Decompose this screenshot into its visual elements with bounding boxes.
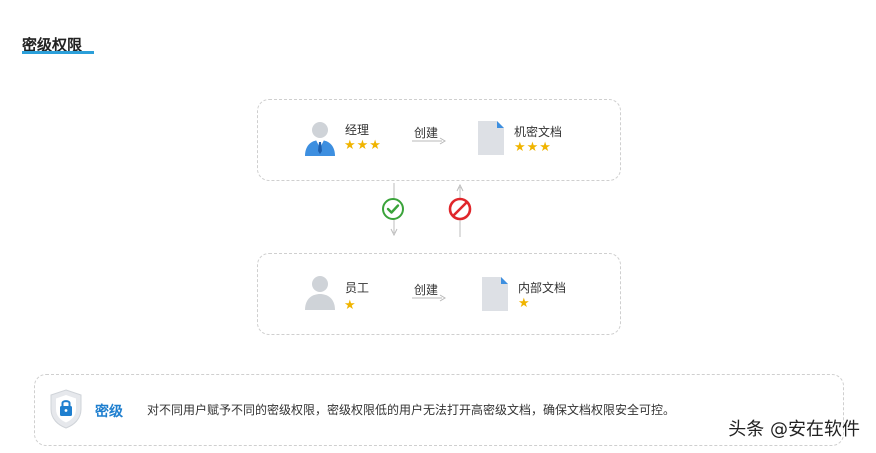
watermark: 头条 @安在软件 [728,419,860,440]
internal-document-stars: ★ [518,296,531,311]
employee-label: 员工 [345,281,370,295]
employee-card: 员工 ★ 创建 内部文档 ★ [257,253,621,335]
employee-stars: ★ [344,298,357,313]
internal-document-icon [482,277,508,311]
create-arrow-top-icon [412,137,446,145]
info-title: 密级 [95,404,123,420]
title-underline [22,51,94,54]
confidential-document-label: 机密文档 [514,125,563,139]
lock-shield-icon [50,389,82,429]
check-circle-icon [382,198,404,220]
manager-avatar-icon [305,122,335,156]
create-label-top: 创建 [414,126,439,140]
manager-label: 经理 [345,123,370,137]
confidential-document-stars: ★★★ [514,140,552,155]
security-level-info: 密级 对不同用户赋予不同的密级权限，密级权限低的用户无法打开高密级文档，确保文档… [34,374,844,446]
manager-card: 经理 ★★★ 创建 机密文档 ★★★ [257,99,621,181]
internal-document-label: 内部文档 [518,281,567,295]
info-description: 对不同用户赋予不同的密级权限，密级权限低的用户无法打开高密级文档，确保文档权限安… [147,403,676,417]
employee-avatar-icon [305,276,335,310]
manager-stars: ★★★ [344,138,382,153]
confidential-document-icon [478,121,504,155]
page-title: 密级权限 [22,36,83,54]
create-arrow-bottom-icon [412,294,446,302]
create-label-bottom: 创建 [414,283,439,297]
prohibited-icon [448,197,472,221]
